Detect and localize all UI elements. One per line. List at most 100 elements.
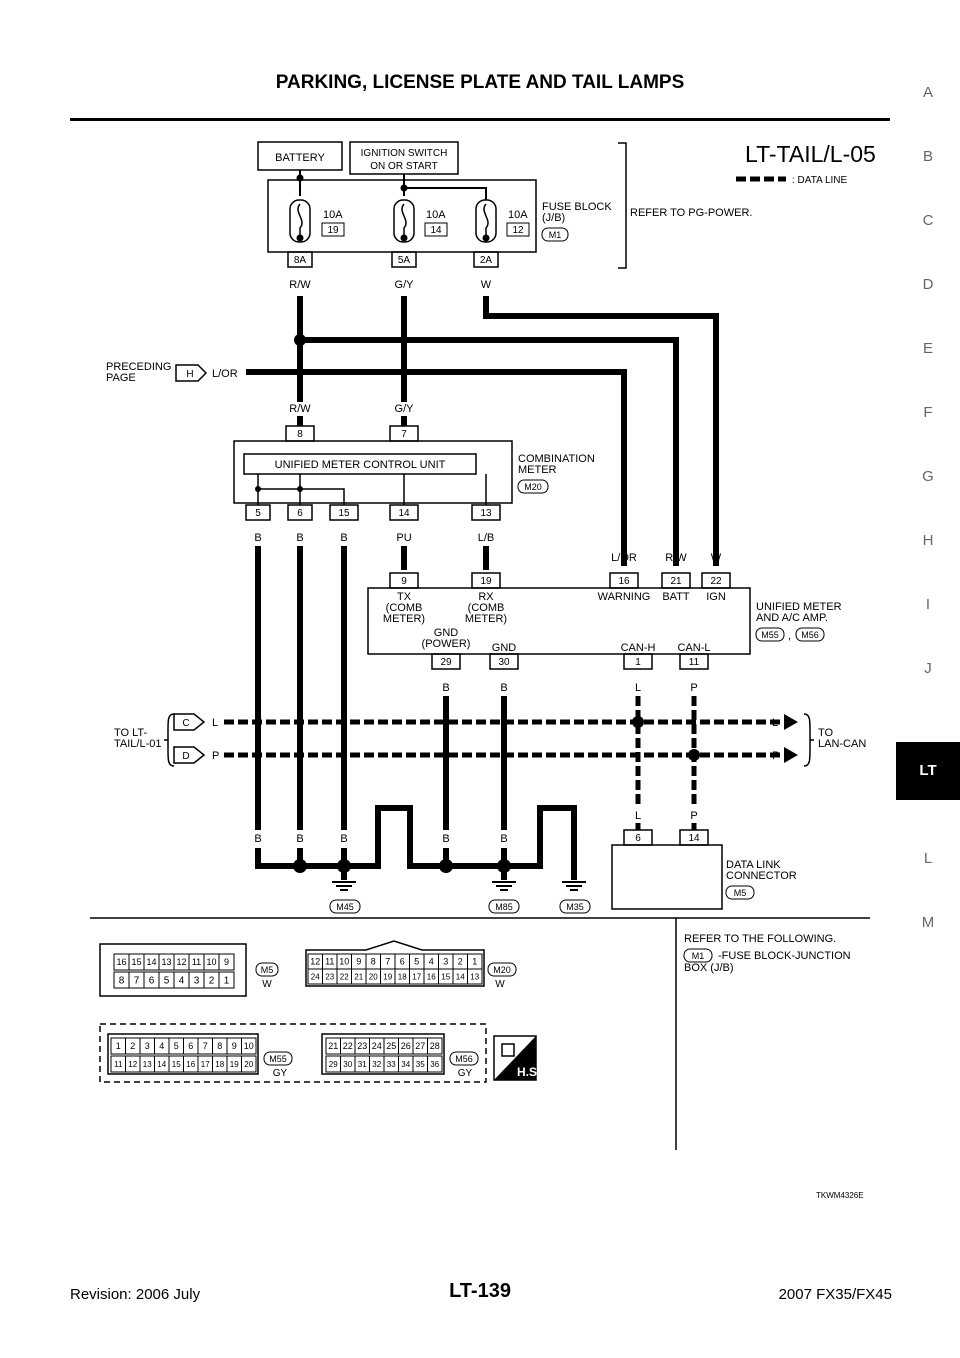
header-rule — [70, 118, 890, 121]
refer-pg-power: REFER TO PG-POWER. — [630, 207, 752, 219]
index-tab-g[interactable]: G — [922, 468, 934, 485]
to-lt-label-2: TAIL/L-01 — [114, 738, 162, 750]
m55-top-pin-number: 7 — [203, 1041, 208, 1051]
data-line-legend: : DATA LINE — [792, 175, 848, 186]
amp-pin-21-label: 21 — [670, 576, 682, 587]
m56-top-pin-number: 27 — [415, 1041, 425, 1051]
m55-bottom-pin-number: 20 — [244, 1060, 253, 1069]
m5-bottom-pin-number: 8 — [119, 976, 125, 987]
m5-color: W — [262, 979, 272, 990]
footer-model: 2007 FX35/FX45 — [778, 1286, 892, 1303]
m20-bottom-pin-number: 14 — [456, 972, 465, 981]
terminal-5a-label: 5A — [398, 255, 411, 266]
m20-badge — [517, 479, 549, 494]
m56-view-badge — [449, 1051, 479, 1066]
fuse-block-label-1: FUSE BLOCK — [542, 201, 612, 213]
m20-top-pin-number: 9 — [356, 957, 361, 967]
m20-bottom-pin-number: 24 — [311, 972, 320, 981]
page-title: PARKING, LICENSE PLATE AND TAIL LAMPS — [275, 72, 685, 93]
m20-top-pin-number: 2 — [458, 957, 463, 967]
m20-bottom-pin-number: 19 — [383, 972, 392, 981]
m55-label: M55 — [761, 630, 779, 640]
index-tab-i[interactable]: I — [925, 596, 931, 613]
m5-bottom-pin-number: 6 — [149, 976, 155, 987]
m56-badge — [795, 627, 825, 642]
ground-symbol-m45 — [332, 881, 356, 891]
m5-bottom-pin-number: 3 — [194, 976, 200, 987]
ignition-label-2: ON OR START — [370, 161, 437, 172]
preceding-label-1: PRECEDING — [106, 361, 171, 373]
ground-symbol-m85 — [492, 881, 516, 891]
m45-label: M45 — [336, 902, 354, 912]
m56-top-pin-cell — [427, 1037, 443, 1055]
wire-g-y-1: G/Y — [395, 279, 415, 291]
m5-label: M5 — [734, 888, 747, 898]
connector-m5-outline — [99, 943, 247, 997]
index-tab-m[interactable]: M — [921, 914, 935, 931]
m56-bottom-pin-number: 33 — [387, 1060, 396, 1069]
m56-bottom-pin-number: 29 — [329, 1060, 338, 1069]
m56-top-pin-number: 24 — [372, 1041, 382, 1051]
amp-ign: IGN — [706, 591, 726, 603]
wire-p-amp: P — [690, 682, 697, 694]
meter-pin-5 — [245, 504, 271, 521]
ignition-label-1: IGNITION SWITCH — [361, 148, 448, 159]
index-tab-j[interactable]: J — [924, 660, 932, 677]
amp-pin-29-label: 29 — [440, 657, 452, 668]
preceding-page-connector — [175, 364, 208, 382]
m55-top-pin-number: 5 — [174, 1041, 179, 1051]
amp-pin-30 — [489, 653, 519, 670]
index-tab-a[interactable]: A — [922, 84, 933, 101]
wire-w-1: W — [481, 279, 492, 291]
m55-bottom-pin-number: 15 — [172, 1060, 181, 1069]
preceding-label-2: PAGE — [106, 372, 136, 384]
amp-gnd: GND — [492, 642, 517, 654]
meter-junction-1 — [255, 486, 261, 492]
m56-label: M56 — [801, 630, 819, 640]
side-index: A B C D E F G H I J LT L M — [896, 0, 960, 1000]
amp-pin-11-label: 11 — [689, 657, 700, 668]
amp-pin-11 — [679, 653, 709, 670]
wire-l-dlc: L — [635, 810, 641, 822]
wire-l-amp: L — [635, 682, 641, 694]
fuse-14-amp: 10A — [426, 209, 446, 221]
index-tab-f[interactable]: F — [923, 404, 933, 421]
index-tab-d[interactable]: D — [922, 276, 934, 293]
wire-b-meter-15: B — [340, 532, 347, 544]
ground-wire-7: B — [500, 833, 507, 845]
index-tab-lt-active[interactable]: LT — [896, 742, 960, 800]
wire-p-left: P — [212, 750, 219, 762]
m55-bottom-pin-number: 11 — [114, 1060, 123, 1069]
m5-bottom-pin-cell — [218, 971, 235, 989]
ignition-branch-line — [404, 187, 487, 200]
amp-rx-2: (COMB — [468, 602, 505, 614]
index-tab-c[interactable]: C — [922, 212, 934, 229]
m55-view-label: M55 — [269, 1054, 287, 1064]
amp-rx-3: METER) — [465, 613, 507, 625]
index-tab-h[interactable]: H — [922, 532, 934, 549]
m20-top-pin-number: 10 — [339, 957, 349, 967]
index-tab-b[interactable]: B — [922, 148, 933, 165]
ground-symbol-m35 — [562, 881, 586, 891]
refer-fuse-2: BOX (J/B) — [684, 962, 734, 974]
ground-wire-6: B — [442, 833, 449, 845]
fuse-14-number: 14 — [430, 225, 442, 236]
m20-bottom-pin-number: 16 — [427, 972, 436, 981]
m56-bottom-pin-number: 35 — [416, 1060, 425, 1069]
m20-bottom-pin-number: 23 — [325, 972, 334, 981]
to-lan-label-2: LAN-CAN — [818, 738, 866, 750]
m5-top-pin-number: 14 — [146, 957, 156, 967]
amp-rx-1: RX — [478, 591, 494, 603]
m56-bottom-pin-number: 36 — [430, 1060, 439, 1069]
connector-d-label: D — [182, 751, 189, 762]
m20-top-pin-number: 7 — [385, 957, 390, 967]
dlc-pin-6-label: 6 — [635, 833, 641, 844]
hs-label: H.S. — [517, 1065, 540, 1079]
index-tab-l[interactable]: L — [923, 850, 933, 867]
ground-bus — [255, 805, 577, 869]
to-lan-label-1: TO — [818, 727, 834, 739]
index-tab-e[interactable]: E — [922, 340, 933, 357]
wire-p-right: P — [772, 750, 779, 762]
can-l-splice — [688, 749, 700, 761]
